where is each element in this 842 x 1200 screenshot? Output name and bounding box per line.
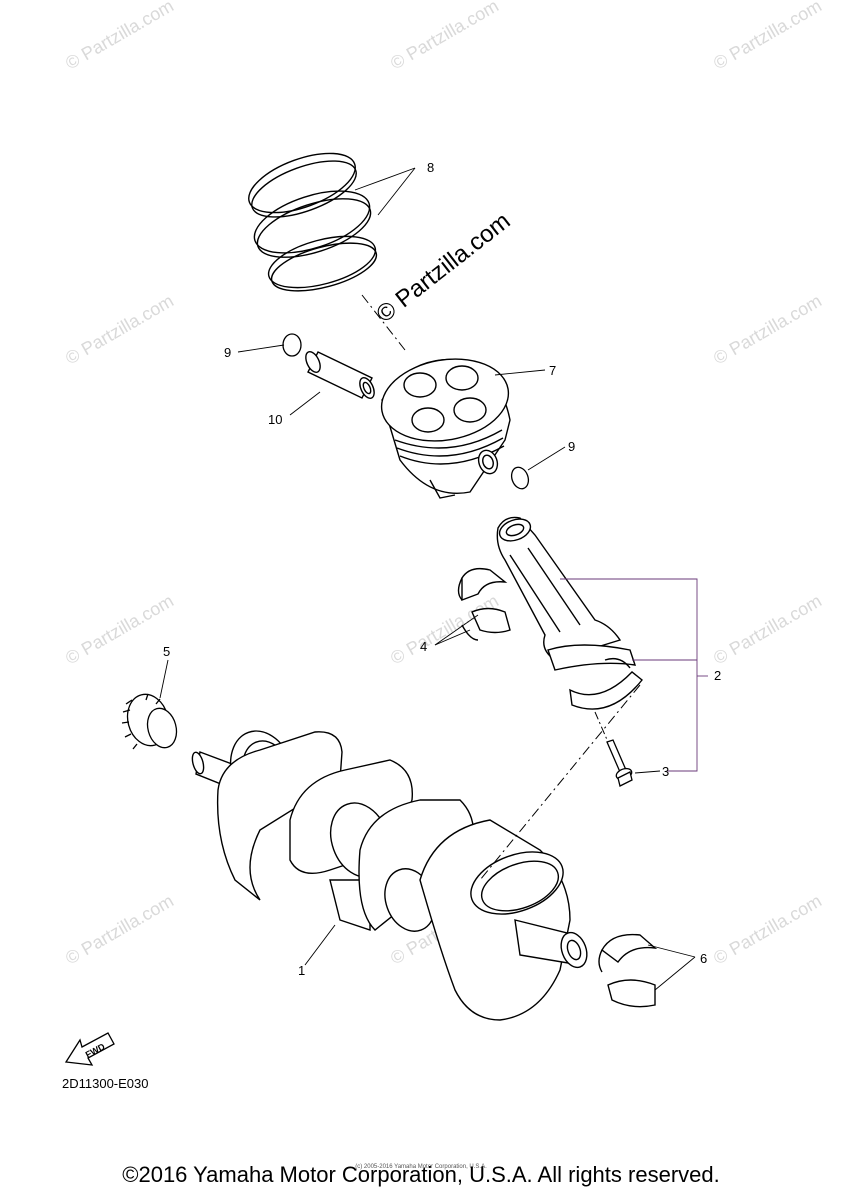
diagram-code: 2D11300-E030 [62, 1076, 149, 1091]
crankshaft [191, 730, 588, 1021]
callout-3: 3 [662, 764, 669, 779]
callout-9-lower: 9 [568, 439, 575, 454]
copyright-small-print: (c) 2005-2016 Yamaha Motor Corporation, … [355, 1164, 487, 1170]
callout-2: 2 [714, 668, 721, 683]
watermark-text: © Partzilla.com [62, 0, 177, 73]
callout-numbers: 1 2 3 4 5 6 7 8 9 9 10 [163, 160, 721, 978]
piston [380, 358, 511, 499]
leader-lines [159, 167, 696, 991]
rod-bolt [606, 739, 633, 787]
callout-bracket-2 [560, 578, 708, 772]
callout-4: 4 [420, 639, 427, 654]
main-bearings [598, 933, 658, 1008]
callout-1: 1 [298, 963, 305, 978]
callout-7: 7 [549, 363, 556, 378]
bolt-centerline [594, 711, 609, 743]
connecting-rod [496, 516, 643, 710]
crank-sprocket-gear [121, 693, 178, 750]
watermark-text: © Partzilla.com [710, 890, 825, 968]
watermark-text: © Partzilla.com [710, 290, 825, 368]
watermark-text: © Partzilla.com [710, 0, 825, 73]
piston-pin [305, 351, 375, 399]
watermark-text: © Partzilla.com [710, 590, 825, 668]
circlip-lower [510, 466, 530, 490]
watermark-text: © Partzilla.com [62, 590, 177, 668]
watermark-text: © Partzilla.com [62, 290, 177, 368]
watermark-text: © Partzilla.com [62, 890, 177, 968]
piston-rings [248, 152, 378, 292]
watermark-text: © Partzilla.com [387, 0, 502, 73]
callout-8: 8 [427, 160, 434, 175]
big-end-bearings [457, 567, 511, 641]
fwd-arrow-icon: FWD [64, 1032, 115, 1066]
assembly-centerline [361, 294, 406, 351]
callout-10: 10 [268, 412, 282, 427]
circlip-upper [282, 333, 302, 357]
copyright-notice: ©2016 Yamaha Motor Corporation, U.S.A. A… [122, 1162, 720, 1187]
callout-9-upper: 9 [224, 345, 231, 360]
callout-6: 6 [700, 951, 707, 966]
callout-5: 5 [163, 644, 170, 659]
rod-to-crankpin-line [479, 684, 641, 881]
